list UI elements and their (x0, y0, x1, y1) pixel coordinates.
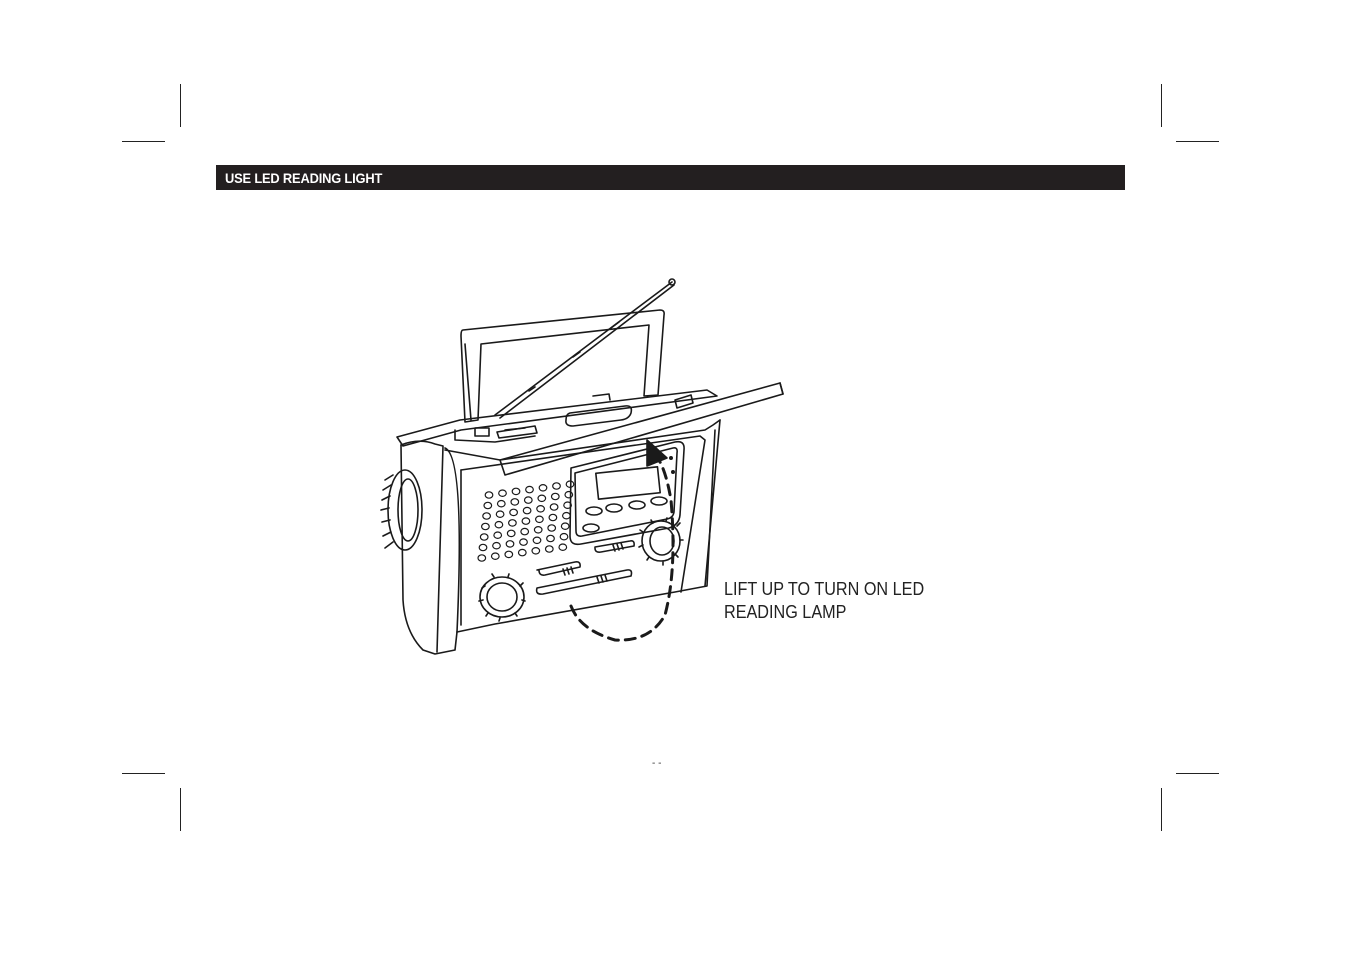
grille-hole (517, 548, 527, 557)
antenna-icon (494, 278, 676, 419)
radio-top-icon (396, 389, 718, 447)
grille-hole (493, 531, 503, 540)
crop-mark-top-left-v (180, 84, 181, 127)
grille-hole (511, 487, 521, 496)
speaker-grille-icon (477, 480, 575, 562)
grille-hole (510, 498, 520, 506)
crop-mark-bottom-left-h (122, 773, 165, 774)
grille-hole (525, 485, 534, 494)
grille-hole (495, 510, 505, 519)
grille-hole (549, 503, 559, 511)
control-panel-icon (535, 540, 635, 595)
crop-mark-bottom-right-h (1176, 773, 1219, 774)
grille-hole (560, 522, 570, 531)
grille-hole (492, 541, 501, 550)
grille-hole (538, 484, 548, 492)
grille-hole (537, 494, 547, 503)
crop-mark-top-right-h (1176, 141, 1219, 142)
grille-hole (552, 482, 561, 490)
grille-hole (548, 513, 558, 522)
grille-hole (564, 490, 574, 499)
led-lamp-panel-icon (499, 382, 784, 476)
crop-mark-bottom-right-v (1161, 788, 1162, 831)
grille-hole (532, 536, 542, 545)
grille-hole (477, 554, 487, 562)
grille-hole (546, 534, 555, 543)
grille-hole (519, 538, 528, 546)
carry-handle-icon (460, 309, 665, 423)
grille-hole (509, 508, 519, 517)
grille-hole (496, 499, 506, 508)
grille-hole (498, 489, 507, 498)
grille-hole (484, 491, 494, 499)
tuning-knob-left-icon (478, 573, 526, 622)
crop-mark-top-left-h (122, 141, 165, 142)
grille-hole (536, 505, 546, 513)
page-number: - - (652, 758, 662, 769)
grille-hole (504, 550, 514, 559)
crank-knob-icon (380, 469, 423, 551)
grille-hole (505, 540, 515, 548)
grille-hole (494, 520, 504, 529)
grille-hole (507, 519, 517, 527)
grille-hole (533, 525, 543, 534)
grille-hole (490, 552, 500, 561)
grille-hole (559, 532, 569, 541)
curved-arrow-icon (569, 439, 675, 642)
grille-hole (483, 501, 493, 510)
section-header-bar: USE LED READING LIGHT (216, 165, 1125, 190)
radio-icon (380, 278, 784, 655)
illustration-caption: LIFT UP TO TURN ON LED READING LAMP (724, 578, 958, 624)
grille-hole (544, 545, 554, 553)
grille-hole (520, 527, 530, 536)
radio-body-icon (400, 419, 721, 655)
tuning-knob-right-icon (638, 517, 684, 566)
crop-mark-bottom-left-v (180, 788, 181, 831)
crop-mark-top-right-v (1161, 84, 1162, 127)
caption-line-2: READING LAMP (724, 602, 847, 622)
grille-hole (534, 515, 544, 524)
display-panel-icon (569, 440, 685, 546)
grille-hole (547, 524, 557, 532)
grille-hole (531, 546, 541, 555)
section-title: USE LED READING LIGHT (225, 170, 383, 186)
grille-hole (482, 512, 491, 520)
grille-hole (480, 522, 490, 531)
grille-hole (521, 517, 531, 525)
grille-hole (522, 506, 532, 515)
grille-hole (563, 501, 573, 510)
grille-hole (506, 529, 516, 538)
grille-hole (479, 533, 489, 541)
grille-hole (558, 543, 568, 552)
grille-hole (561, 511, 571, 520)
grille-hole (523, 496, 533, 504)
grille-hole (478, 543, 488, 552)
caption-line-1: LIFT UP TO TURN ON LED (724, 579, 925, 599)
grille-hole (550, 492, 560, 501)
